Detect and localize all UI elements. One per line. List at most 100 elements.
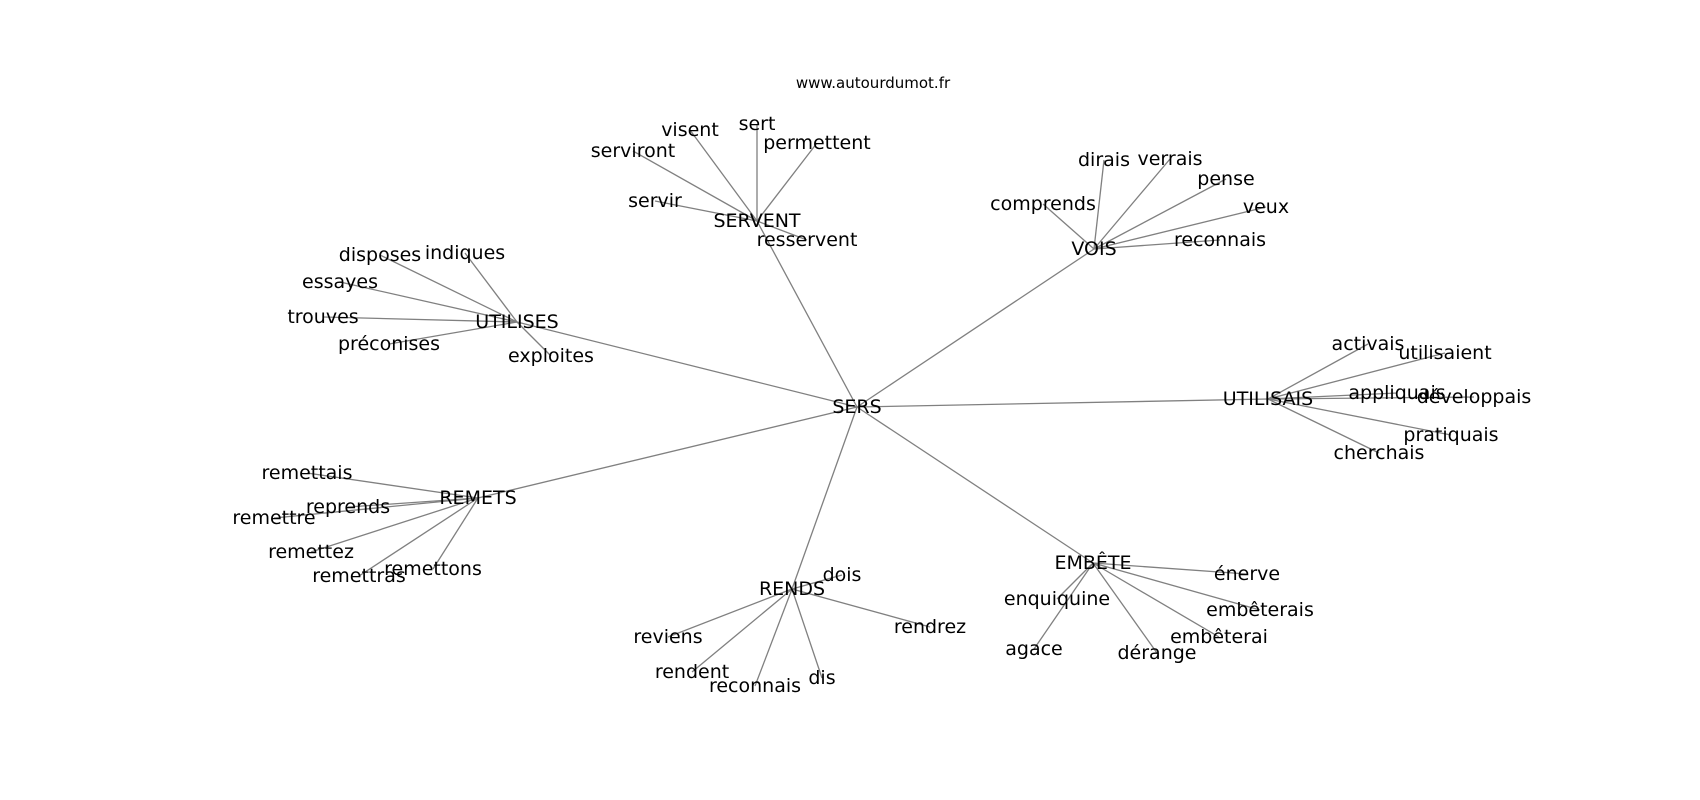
word-node-reconnais: reconnais <box>1174 229 1266 251</box>
edge-rends-dis <box>791 588 823 679</box>
edge-center-rends <box>791 406 858 590</box>
hub-node-servent: SERVENT <box>713 210 800 232</box>
edge-vois-verrais <box>1093 158 1171 250</box>
hub-node-vois: VOIS <box>1071 238 1116 260</box>
word-node-developpais: développais <box>1417 386 1532 408</box>
edge-utilisais-appliquais <box>1267 392 1398 400</box>
edge-utilisais-activais <box>1267 343 1369 400</box>
word-node-embeterai: embêterai <box>1170 626 1268 648</box>
edge-rends-rendent <box>691 588 793 673</box>
edge-remets-remettras <box>358 497 479 577</box>
word-node-remettras: remettras <box>312 565 406 587</box>
edges <box>273 124 1475 687</box>
word-node-remettons: remettons <box>384 558 482 580</box>
word-node-serviront: serviront <box>591 140 675 162</box>
edge-vois-comprends <box>1042 203 1095 250</box>
edge-utilisais-cherchais <box>1267 398 1380 454</box>
hub-node-utilises: UTILISES <box>475 311 558 333</box>
edge-embete-enerve <box>1092 562 1248 575</box>
word-node-remettre: remettre <box>232 507 315 529</box>
edge-utilises-exploites <box>516 321 552 357</box>
word-node-trouves: trouves <box>287 306 358 328</box>
edge-vois-reconnais <box>1093 239 1221 250</box>
word-node-dis: dis <box>808 667 835 689</box>
edge-embete-enquiquine <box>1056 562 1094 600</box>
word-node-reviens: reviens <box>633 626 702 648</box>
hub-node-remets: REMETS <box>439 487 516 509</box>
edge-remets-remettre <box>273 497 479 519</box>
hub-node-utilisais: UTILISAIS <box>1223 388 1313 410</box>
edge-servent-visent <box>689 129 758 222</box>
edge-vois-veux <box>1093 206 1267 250</box>
word-node-cherchais: cherchais <box>1334 442 1425 464</box>
edge-vois-pense <box>1093 178 1227 250</box>
word-node-preconises: préconises <box>338 333 440 355</box>
edge-servent-servir <box>654 200 758 222</box>
word-node-servir: servir <box>628 190 682 212</box>
edge-embete-agace <box>1033 562 1094 650</box>
word-node-enquiquine: enquiquine <box>1004 588 1110 610</box>
word-node-pense: pense <box>1197 168 1254 190</box>
site-label: www.autourdumot.fr <box>796 74 951 92</box>
word-node-resservent: resservent <box>757 229 858 251</box>
edge-utilises-essayes <box>339 281 518 323</box>
edge-utilisais-pratiquais <box>1267 398 1452 436</box>
edge-servent-resservent <box>756 220 808 241</box>
word-node-verrais: verrais <box>1137 148 1202 170</box>
edge-rends-dois <box>791 574 843 590</box>
edge-center-vois <box>856 248 1095 408</box>
edge-center-servent <box>756 220 858 408</box>
edge-center-remets <box>477 406 858 499</box>
edge-utilises-preconises <box>388 321 518 345</box>
edge-utilises-disposes <box>379 254 518 323</box>
word-node-remettais: remettais <box>261 462 352 484</box>
word-node-veux: veux <box>1243 196 1289 218</box>
edge-rends-rendrez <box>791 588 931 628</box>
word-node-agace: agace <box>1005 638 1062 660</box>
hub-node-embete: EMBÊTE <box>1054 551 1131 574</box>
edge-servent-permettent <box>756 142 818 222</box>
word-node-derange: dérange <box>1118 642 1197 664</box>
edge-center-embete <box>856 406 1094 564</box>
word-node-visent: visent <box>661 119 719 141</box>
edge-embete-embeterai <box>1092 562 1220 638</box>
edge-rends-reconnais <box>754 588 793 687</box>
word-node-rendent: rendent <box>655 661 729 683</box>
edge-center-utilises <box>516 321 858 408</box>
word-node-remettez: remettez <box>268 541 354 563</box>
edge-center-utilisais <box>856 398 1269 408</box>
edge-embete-embeterais <box>1092 562 1261 611</box>
edge-rends-reviens <box>667 588 793 638</box>
word-node-permettent: permettent <box>763 132 871 154</box>
word-node-enerve: énerve <box>1214 563 1280 585</box>
edge-remets-remettez <box>310 497 479 553</box>
center-node-label: SERS <box>832 396 881 418</box>
hub-node-rends: RENDS <box>759 578 825 600</box>
word-node-pratiquais: pratiquais <box>1403 424 1498 446</box>
word-node-essayes: essayes <box>302 271 378 293</box>
word-node-indiques: indiques <box>425 242 505 264</box>
word-node-comprends: comprends <box>990 193 1096 215</box>
edge-remets-remettais <box>306 472 479 499</box>
edge-utilisais-developpais <box>1267 396 1475 400</box>
edge-embete-derange <box>1092 562 1158 654</box>
edge-servent-serviront <box>632 150 758 222</box>
edge-utilisais-utilisaient <box>1267 352 1446 400</box>
word-node-disposes: disposes <box>339 244 421 266</box>
edge-remets-remettons <box>432 497 479 570</box>
word-node-exploites: exploites <box>508 345 594 367</box>
word-node-sert: sert <box>739 113 776 135</box>
edge-utilises-trouves <box>322 316 518 323</box>
word-node-reprends: reprends <box>306 496 390 518</box>
word-node-reconnais: reconnais <box>709 675 801 697</box>
word-node-rendrez: rendrez <box>894 616 966 638</box>
word-node-embeterais: embêterais <box>1206 599 1314 621</box>
word-node-utilisaient: utilisaient <box>1398 342 1491 364</box>
word-node-dirais: dirais <box>1078 149 1130 171</box>
word-node-dois: dois <box>823 564 862 586</box>
edge-vois-dirais <box>1093 159 1105 250</box>
word-node-activais: activais <box>1332 333 1405 355</box>
word-node-appliquais: appliquais <box>1348 382 1445 404</box>
